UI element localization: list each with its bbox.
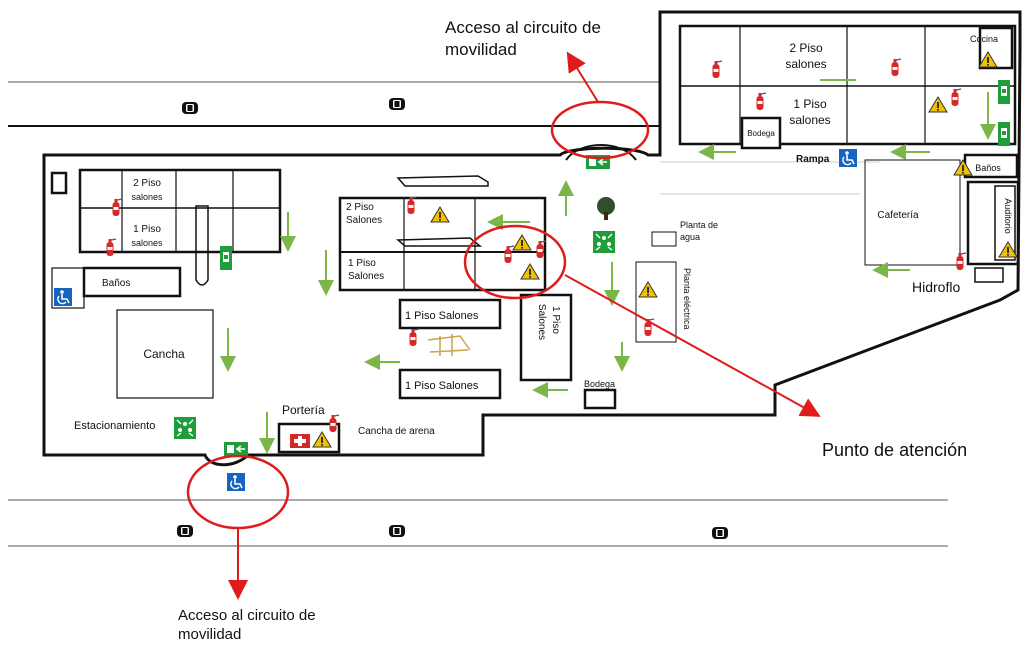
- label-hidroflo: Hidroflo: [912, 279, 960, 295]
- label-cancha-arena: Cancha de arena: [358, 426, 435, 437]
- label-porteria: Portería: [282, 403, 325, 417]
- label-vertical-salones: Salones: [536, 304, 547, 340]
- label-planta-agua-1: Planta de: [680, 220, 718, 230]
- label-left-2-salones: salones: [131, 192, 163, 202]
- fire-extinguisher-icon: [105, 238, 117, 257]
- callout-bottom-circle: [186, 454, 290, 530]
- label-low-salones: 1 Piso Salones: [405, 380, 479, 392]
- wheelchair-icon: [838, 148, 858, 168]
- callout-top-arrow: [566, 51, 599, 103]
- fire-extinguisher-icon: [408, 328, 420, 347]
- callout-bottom-text-1: Acceso al circuito de: [178, 607, 316, 624]
- callout-point-text: Punto de atención: [822, 440, 967, 460]
- wheelchair-icon: [53, 287, 73, 307]
- safety-signs: [173, 80, 1010, 457]
- wheelchair-icon: [226, 472, 246, 492]
- label-auditorio: Auditorio: [1003, 198, 1013, 234]
- label-banos-left: Baños: [102, 278, 130, 289]
- building-right: [864, 153, 1020, 283]
- emergency-exit-icon: [998, 122, 1010, 146]
- label-cocina: Cocina: [970, 34, 998, 44]
- warning-icon: [312, 431, 332, 448]
- fire-extinguisher-icon: [503, 245, 515, 264]
- callout-point-arrow: [564, 274, 821, 417]
- label-center-2-piso: 2 Piso: [346, 202, 374, 213]
- label-center-1-salones: Salones: [348, 271, 384, 282]
- fire-extinguisher-icon: [406, 196, 418, 215]
- callout-top-text-1: Acceso al circuito de: [445, 18, 601, 37]
- callout-top-circle: [550, 100, 650, 160]
- label-left-1-piso: 1 Piso: [133, 224, 161, 235]
- label-2-piso-top: 2 Piso: [789, 41, 823, 55]
- label-planta-agua-2: agua: [680, 232, 700, 242]
- fire-extinguisher-icon: [890, 58, 902, 77]
- extinguishers: [105, 58, 967, 433]
- label-planta-electrica: Planta eléctrica: [682, 268, 692, 330]
- warning-icon: [953, 159, 973, 176]
- gate-arch-top: [565, 144, 637, 161]
- warning-icon: [638, 281, 658, 298]
- building-left: [50, 168, 282, 399]
- building-top-right: [678, 24, 1017, 150]
- callout-point-circle: [463, 224, 567, 300]
- room-labels: 2 Piso salones 1 Piso salones Cocina Bod…: [74, 34, 1013, 437]
- callout-top-text-2: movilidad: [445, 40, 517, 59]
- label-mid-salones: 1 Piso Salones: [405, 310, 479, 322]
- emergency-exit-icon: [998, 80, 1010, 104]
- car-icon: [182, 102, 198, 114]
- car-icon: [389, 525, 405, 537]
- car-icon: [712, 527, 728, 539]
- label-left-1-salones: salones: [131, 238, 163, 248]
- exit-sign-icon: [223, 441, 249, 457]
- first-aid-icon: [290, 434, 310, 448]
- tree-icon: [597, 197, 615, 220]
- label-bodega-low: Bodega: [584, 379, 615, 389]
- fire-extinguisher-icon: [955, 252, 967, 271]
- label-cancha: Cancha: [143, 347, 185, 361]
- warning-icon: [928, 96, 948, 113]
- label-banos-right: Baños: [975, 163, 1001, 173]
- fire-extinguisher-icon: [711, 60, 723, 79]
- fire-extinguisher-icon: [950, 88, 962, 107]
- evacuation-routes: [220, 79, 996, 454]
- fire-extinguisher-icon: [755, 92, 767, 111]
- label-center-2-salones: Salones: [346, 215, 382, 226]
- warning-icon: [520, 263, 540, 280]
- label-vertical-piso: 1 Piso: [550, 306, 561, 334]
- callouts: Acceso al circuito de movilidad Acceso a…: [178, 18, 967, 643]
- label-salones-top2: salones: [789, 113, 830, 127]
- label-1-piso-top: 1 Piso: [793, 97, 827, 111]
- emergency-exit-icon: [220, 246, 232, 270]
- label-bodega-top: Bodega: [747, 129, 775, 138]
- label-estacionamiento: Estacionamiento: [74, 420, 155, 432]
- playground-icon: [427, 334, 471, 356]
- label-salones-top: salones: [785, 57, 826, 71]
- label-rampa: Rampa: [796, 154, 830, 165]
- label-left-2-piso: 2 Piso: [133, 178, 161, 189]
- assembly-point-icon: [592, 230, 616, 254]
- label-center-1-piso: 1 Piso: [348, 258, 376, 269]
- warning-icon: [978, 51, 998, 68]
- assembly-point-icon: [173, 416, 197, 440]
- warning-icon: [430, 206, 450, 223]
- car-icon: [177, 525, 193, 537]
- callout-bottom-text-2: movilidad: [178, 626, 241, 643]
- site-boundary: [42, 10, 1022, 467]
- car-icon: [389, 98, 405, 110]
- warning-icon: [512, 234, 532, 251]
- label-cafeteria: Cafetería: [877, 210, 919, 221]
